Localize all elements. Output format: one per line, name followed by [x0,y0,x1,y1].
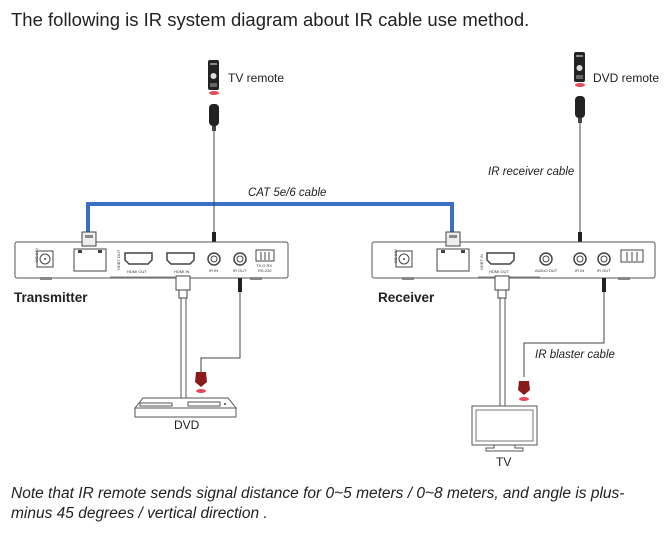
dvd-remote-icon [574,52,585,82]
ir-receiver-cable-label: IR receiver cable [488,166,574,178]
port-label: IR OUT [597,268,611,273]
receiver-label: Receiver [378,290,435,305]
ir-blaster-cable-label: IR blaster cable [535,349,615,361]
port-label: DC 24V [393,249,398,263]
tv-label: TV [496,455,511,469]
port-label: RS-232 [258,268,272,273]
port-label: IR OUT [233,268,247,273]
port-label: DC 24V [34,248,39,262]
receiver-device: DC 24V HDBT IN HDMI OUT AUDIO OUT IR IN … [371,231,656,280]
port-label: HDMI OUT [127,269,147,274]
ir-receiver-dvd-icon [575,96,585,123]
port-label: HDBT IN [479,254,484,270]
dvd-player-icon [133,397,238,418]
ir-signal-icon [209,91,219,95]
port-label: TX G RX [256,263,272,268]
ir-emitter-icon [195,372,207,393]
port-label: IR IN [209,268,218,273]
tv-remote-label: TV remote [228,71,284,85]
port-label: IR IN [575,268,584,273]
port-label: HDBT OUT [116,249,121,270]
ir-emitter-icon [518,381,530,401]
page-title: The following is IR system diagram about… [11,9,530,30]
port-label: HDMI IN [174,269,189,274]
ir-blaster-cable-tx [200,278,242,372]
ir-blaster-cable-rx [523,278,606,377]
transmitter-device: DC 24V HDBT OUT HDMI OUT HDMI IN IR IN I… [14,231,289,280]
hdmi-cable-rx [494,275,510,406]
port-label: HDMI OUT [489,269,509,274]
dvd-label: DVD [174,418,200,432]
transmitter-label: Transmitter [14,290,88,305]
port-label: AUDIO OUT [535,268,558,273]
tv-icon [471,405,538,452]
cat-cable [86,202,454,232]
ir-signal-icon [575,83,585,87]
note-text: Note that IR remote sends signal distanc… [11,485,625,522]
cat-cable-label: CAT 5e/6 cable [248,187,326,199]
ir-receiver-tv-icon [209,104,219,131]
tv-remote-icon [208,60,219,90]
dvd-remote-label: DVD remote [593,71,659,85]
hdmi-cable-tx [175,275,191,402]
